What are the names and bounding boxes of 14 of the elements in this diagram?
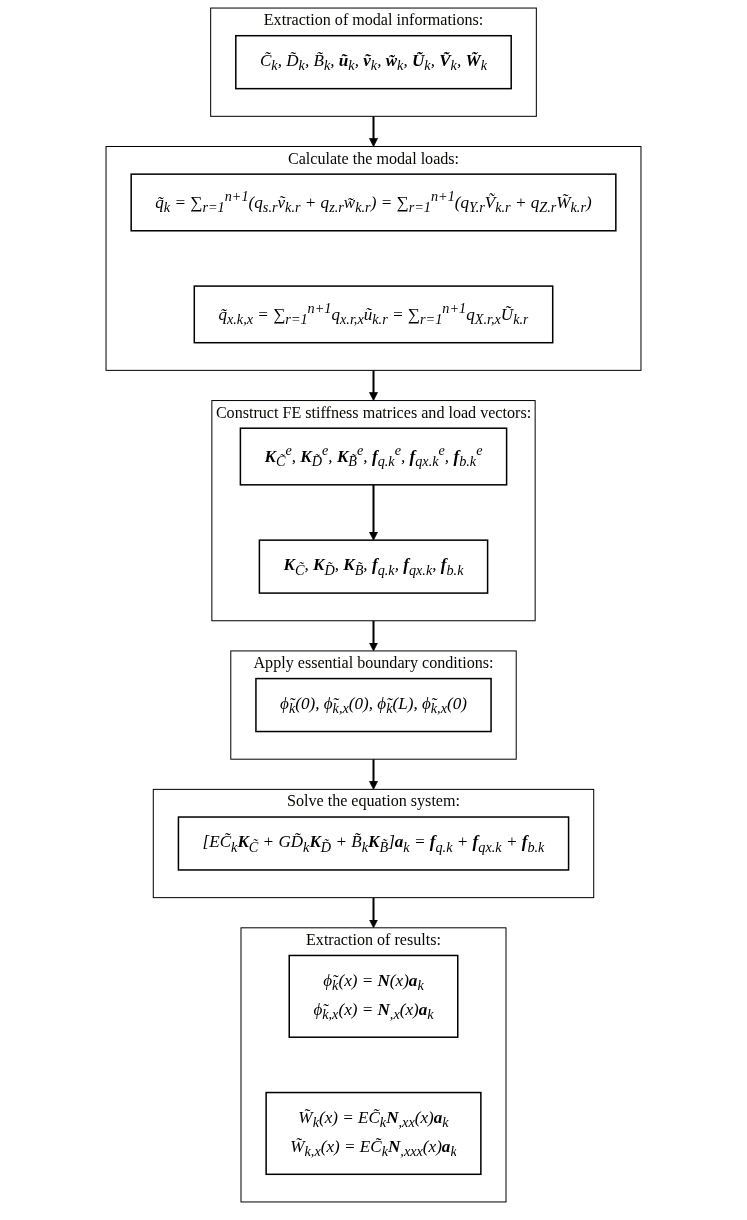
arrow (369, 759, 378, 790)
arrow (369, 620, 378, 652)
node-box: ϕ̃$_{k}$(0), ϕ̃$_{k,x}$(0), ϕ̃$_{k}$(L), ϕ̃$_{k,x}$(0) (255, 677, 492, 733)
arrow (369, 897, 378, 929)
node-box: q̃$_{k}$ = ∑$_{r=1}$$^{n+1}$(q$_{s.r}$ṽ$_{k.r}$ + q$_{z.r}$w̃$_{k.r}$) = ∑$_{r=1}$$^{n+1}$(q$_{Y.r}$Ṽ$_{k.r}$ + q$_{Z.r}$W̃$_{k.r}$) (130, 173, 617, 232)
arrow (369, 370, 378, 401)
node-box: K$_{C̃}$, K$_{D̃}$, K$_{B̃}$, f$_{q.k}$, f$_{qx.k}$, f$_{b.k}$ (258, 539, 489, 594)
arrow (369, 484, 378, 541)
node-box: W̃$_{k}$(x) = EC̃$_{k}$N$_{,xx}$(x)a$_{k}$ W̃$_{k,x}$(x) = EC̃$_{k}$N$_{,xxx}$(x)a$_{k}$ (265, 1091, 482, 1176)
arrow (369, 116, 378, 147)
node-box: q̃$_{x.k,x}$ = ∑$_{r=1}$$^{n+1}$q$_{x.r,x}$ũ$_{k.r}$ = ∑$_{r=1}$$^{n+1}$q$_{X.r,x}$Ũ$_{k.r}$ (193, 285, 554, 344)
node-box: ϕ̃$_{k}$(x) = N(x)a$_{k}$ ϕ̃$_{k,x}$(x) = N$_{,x}$(x)a$_{k}$ (288, 954, 459, 1038)
node-box: C̃$_{k}$, D̃$_{k}$, B̃$_{k}$, ũ$_{k}$, ṽ$_{k}$, w̃$_{k}$, Ũ$_{k}$, Ṽ$_{k}$, W̃$_{k}$ (235, 34, 512, 90)
node-box: [EC̃$_{k}$K$_{C̃}$ + GD̃$_{k}$K$_{D̃}$ + B̃$_{k}$K$_{B̃}$]a$_{k}$ = f$_{q.k}$ + f$_{qx.k}$ + f$_{b.k}$ (177, 816, 570, 871)
